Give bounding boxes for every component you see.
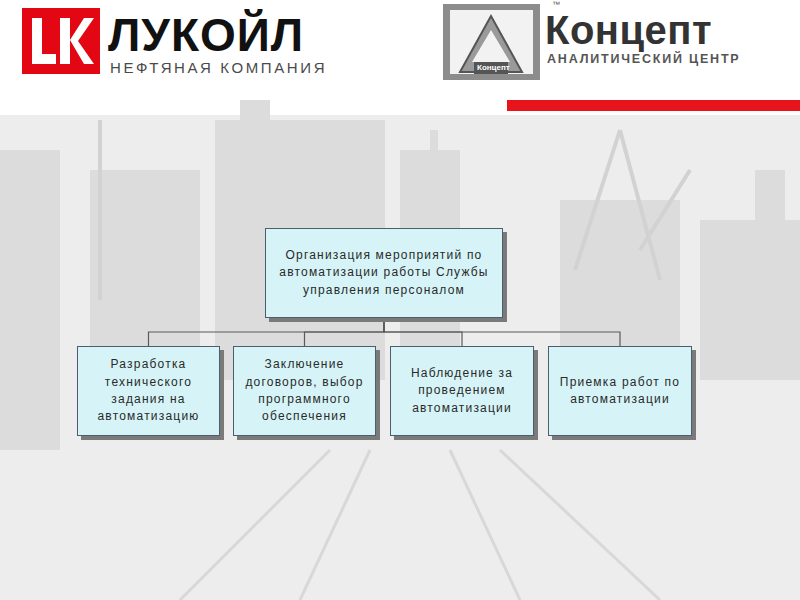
crane-lines [100,120,690,300]
task-box: Приемка работ по автоматизации [548,346,692,436]
lukoil-logo-mark [22,8,100,74]
tree-connector [384,318,620,346]
box-text: Наблюдение за проведением автоматизации [397,365,527,417]
task-box: Заключение договоров, выбор программного… [233,346,376,436]
header-ground [0,0,800,115]
box-text: Разработка технического задания на автом… [84,356,213,426]
root-process-box: Организация мероприятий по автоматизации… [265,228,503,318]
brand-logo-text: Концепт [545,10,712,50]
logo-small-text: Концепт [477,64,510,72]
company-logo-text: ЛУКОЙЛ [108,12,304,58]
concept-logo-mark [443,4,540,80]
rail-lines [180,450,660,600]
box-text: Организация мероприятий по автоматизации… [272,247,496,299]
box-text: Заключение договоров, выбор программного… [240,356,369,426]
industrial-silhouette [0,100,800,450]
box-text: Приемка работ по автоматизации [555,374,685,409]
tree-connector [149,318,385,346]
brand-subtitle: АНАЛИТИЧЕСКИЙ ЦЕНТР [547,53,741,66]
red-accent-bar [507,100,800,111]
trademark-sign: ™ [552,1,560,9]
company-subtitle: НЕФТЯНАЯ КОМПАНИЯ [110,60,327,75]
tree-connector [305,318,385,346]
task-box: Разработка технического задания на автом… [77,346,220,436]
task-box: Наблюдение за проведением автоматизации [390,346,534,436]
